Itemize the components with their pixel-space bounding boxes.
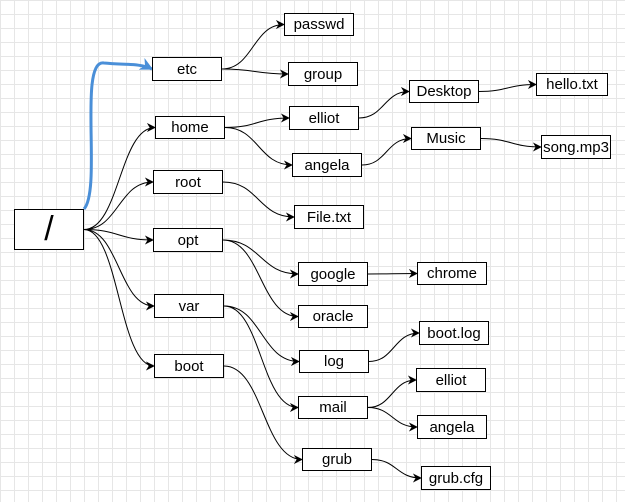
edge-root-to-var	[83, 229, 155, 311]
node-group[interactable]: group	[288, 62, 358, 86]
node-mail-angela[interactable]: angela	[417, 415, 487, 439]
node-hello-txt[interactable]: hello.txt	[536, 73, 608, 96]
edge-elliot-to-desktop	[358, 87, 410, 119]
edge-var-to-mail	[223, 305, 299, 412]
edge-opt-to-oracle	[222, 239, 299, 321]
edge-root-to-opt	[83, 229, 154, 245]
edge-rootdir-to-file	[222, 181, 295, 222]
edge-mail-to-elliot2	[367, 375, 417, 408]
node-root-dir[interactable]: root	[153, 170, 223, 194]
node-passwd[interactable]: passwd	[284, 13, 354, 36]
edge-root-to-home	[83, 123, 156, 230]
edge-log-to-bootlog	[368, 328, 420, 362]
edge-google-to-chrome	[367, 269, 418, 279]
edge-home-to-angela	[224, 127, 293, 170]
node-home-angela[interactable]: angela	[292, 153, 362, 177]
node-grub-cfg[interactable]: grub.cfg	[421, 466, 491, 490]
node-home[interactable]: home	[155, 116, 225, 139]
edge-grub-to-grubcfg	[371, 459, 422, 483]
edge-boot-to-grub	[223, 365, 303, 464]
edge-mail-to-angela2	[367, 407, 418, 432]
node-opt[interactable]: opt	[153, 228, 223, 252]
node-log[interactable]: log	[299, 350, 369, 373]
edge-root-to-etc	[82, 57, 154, 210]
node-var[interactable]: var	[154, 294, 224, 318]
edge-music-to-song	[480, 138, 542, 152]
node-song-mp3[interactable]: song.mp3	[541, 135, 611, 159]
node-root-slash[interactable]: /	[14, 209, 84, 250]
node-boot[interactable]: boot	[154, 354, 224, 378]
edge-var-to-log	[223, 305, 300, 366]
node-home-elliot[interactable]: elliot	[289, 106, 359, 130]
edge-etc-to-passwd	[221, 20, 285, 70]
edge-opt-to-google	[222, 239, 299, 279]
node-grub[interactable]: grub	[302, 448, 372, 471]
node-mail-elliot[interactable]: elliot	[416, 368, 486, 392]
node-mail[interactable]: mail	[298, 396, 368, 419]
node-file-txt[interactable]: File.txt	[294, 205, 364, 229]
node-chrome[interactable]: chrome	[417, 262, 487, 285]
node-music[interactable]: Music	[411, 127, 481, 150]
node-etc[interactable]: etc	[152, 57, 222, 81]
edge-home-to-elliot	[224, 113, 290, 128]
edge-etc-to-group	[221, 68, 289, 79]
node-desktop[interactable]: Desktop	[409, 80, 479, 103]
edge-root-to-boot	[83, 229, 155, 371]
edge-desktop-to-hello	[478, 80, 537, 92]
edge-angela-to-music	[361, 134, 412, 166]
edge-root-to-rootdir	[83, 177, 154, 230]
node-boot-log[interactable]: boot.log	[419, 321, 489, 345]
node-oracle[interactable]: oracle	[298, 305, 368, 328]
node-google[interactable]: google	[298, 262, 368, 286]
